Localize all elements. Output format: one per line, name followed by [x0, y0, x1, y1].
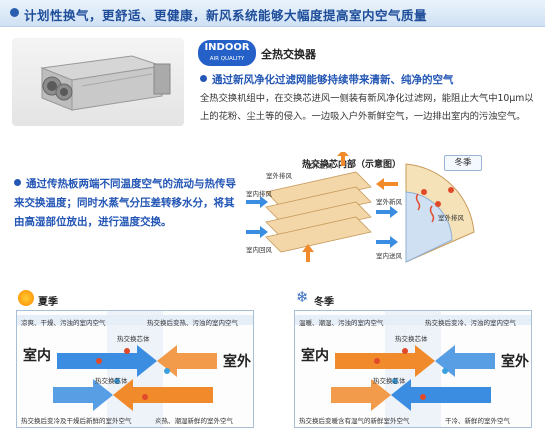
- winter-core-label: 热交换芯体: [395, 335, 428, 343]
- core-label: 室外排风: [266, 172, 292, 180]
- core-label: 室外排风: [438, 214, 464, 222]
- summer-bottom-left: 热交换后变冷及干燥后新鲜的室外空气: [21, 417, 132, 425]
- winter-indoor: 室内: [301, 348, 329, 364]
- snowflake-icon: ❄: [296, 288, 309, 306]
- badge-line2: AIR QUALITY: [209, 56, 245, 62]
- core-label: 室外新风: [376, 198, 402, 206]
- core-season-tag: 冬季: [444, 155, 482, 171]
- winter-core-label: 热交换芯体: [373, 377, 406, 385]
- core-diagram-title: 热交换芯内部（示意图）: [302, 160, 402, 170]
- heat-exchange-headline: 通过传热板两端不同温度空气的流动与热传导来交换温度；同时水蒸气分压差转移水分，将…: [14, 175, 236, 232]
- summer-diagram: 凉爽、干燥、污浊的室内空气 热交换后变热、污浊的室内空气 热交换芯体 热交换芯体…: [16, 310, 254, 428]
- page-title: 计划性换气，更舒适、更健康，新风系统能够大幅度提高室内空气质量: [24, 8, 428, 23]
- summer-label: 夏季: [38, 297, 58, 308]
- heat-exchange-core-diagram: 室外排风 室外进风 室内排风 室内回风 室外新风 室内送风 室外排风: [246, 150, 476, 270]
- filter-headline: 通过新风净化过滤网能够持续带来清新、纯净的空气: [200, 72, 454, 87]
- bullet-dot-icon: [200, 75, 207, 82]
- sun-icon: [18, 290, 34, 306]
- winter-bottom-right: 干冷、新鲜的室外空气: [445, 417, 510, 425]
- winter-label: 冬季: [314, 297, 334, 308]
- winter-outdoor: 室外: [501, 354, 529, 370]
- summer-top-right: 热交换后变热、污浊的室内空气: [147, 319, 238, 327]
- heat-exchange-headline-text: 通过传热板两端不同温度空气的流动与热传导来交换温度；同时水蒸气分压差转移水分，将…: [14, 178, 236, 228]
- header-bar: 计划性换气，更舒适、更健康，新风系统能够大幅度提高室内空气质量: [0, 0, 545, 27]
- summer-bottom-right: 炎热、潮湿新鲜的室外空气: [155, 417, 233, 425]
- core-diagram-svg: [246, 150, 475, 263]
- filter-description: 全热交换机组中，在交换芯进风一侧装有新风净化过滤网，能阻止大气中10μm以上的花…: [200, 93, 534, 122]
- core-label: 室内回风: [246, 246, 272, 254]
- core-label: 室外进风: [306, 162, 332, 170]
- core-label: 室内排风: [246, 190, 272, 198]
- indoor-air-quality-badge: INDOOR AIR QUALITY: [198, 40, 256, 66]
- winter-bottom-left: 热交换后变暖含有湿气的新鲜室外空气: [299, 417, 410, 425]
- bullet-dot-icon: [14, 179, 21, 186]
- summer-indoor: 室内: [23, 348, 51, 364]
- summer-core-label: 热交换芯体: [95, 377, 128, 385]
- product-title: 全热交换器: [261, 48, 316, 61]
- core-label: 室内送风: [376, 252, 402, 260]
- summer-top-left: 凉爽、干燥、污浊的室内空气: [21, 319, 106, 327]
- badge-line1: INDOOR: [204, 42, 250, 53]
- winter-top-right: 热交换后变冷、污浊的室内空气: [425, 319, 516, 327]
- winter-diagram: 温暖、潮湿、污浊的室内空气 热交换后变冷、污浊的室内空气 热交换芯体 热交换芯体…: [294, 310, 532, 428]
- ventilation-unit-image: [12, 38, 184, 126]
- winter-top-left: 温暖、潮湿、污浊的室内空气: [299, 319, 384, 327]
- filter-headline-text: 通过新风净化过滤网能够持续带来清新、纯净的空气: [212, 74, 454, 86]
- summer-outdoor: 室外: [223, 354, 251, 370]
- bullet-icon: [10, 8, 19, 17]
- summer-core-label: 热交换芯体: [117, 335, 150, 343]
